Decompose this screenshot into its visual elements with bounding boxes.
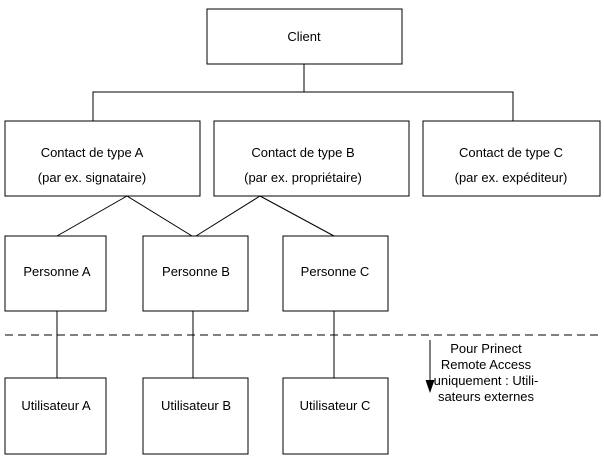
note-line-3: uniquement : Utili- xyxy=(434,373,539,388)
person-node-c: Personne C xyxy=(282,235,389,312)
client-label: Client xyxy=(287,29,321,44)
user-b-label: Utilisateur B xyxy=(161,398,231,413)
client-node: Client xyxy=(206,8,403,65)
person-node-b: Personne B xyxy=(142,235,249,312)
contact-c-title: Contact de type C xyxy=(459,145,563,160)
connector-contact-b-person-c xyxy=(259,195,335,237)
user-node-c: Utilisateur C xyxy=(282,377,389,455)
connector-contact-a-person-a xyxy=(56,195,128,237)
note-line-2: Remote Access xyxy=(441,357,532,372)
contact-b-example: (par ex. propriétaire) xyxy=(244,170,362,185)
user-a-label: Utilisateur A xyxy=(21,398,91,413)
note-line-1: Pour Prinect xyxy=(450,341,522,356)
person-a-label: Personne A xyxy=(23,264,91,279)
contact-node-a: Contact de type A (par ex. signataire) xyxy=(4,120,201,197)
user-node-b: Utilisateur B xyxy=(142,377,249,455)
external-users-note: Pour Prinect Remote Access uniquement : … xyxy=(434,341,539,404)
contact-node-c: Contact de type C (par ex. expéditeur) xyxy=(422,120,601,197)
connector-contact-a-person-b xyxy=(126,195,193,237)
connector-client-bus xyxy=(92,91,514,121)
person-c-label: Personne C xyxy=(301,264,370,279)
arrow-down-icon xyxy=(425,380,435,393)
contact-b-title: Contact de type B xyxy=(251,145,354,160)
contact-c-example: (par ex. expéditeur) xyxy=(455,170,568,185)
note-line-4: sateurs externes xyxy=(438,389,535,404)
contact-a-title: Contact de type A xyxy=(41,145,144,160)
contact-a-example: (par ex. signataire) xyxy=(38,170,146,185)
user-node-a: Utilisateur A xyxy=(4,377,107,455)
person-node-a: Personne A xyxy=(4,235,107,312)
user-c-label: Utilisateur C xyxy=(300,398,371,413)
person-b-label: Personne B xyxy=(162,264,230,279)
contact-node-b: Contact de type B (par ex. propriétaire) xyxy=(213,120,410,197)
connector-contact-b-person-b xyxy=(195,195,261,237)
